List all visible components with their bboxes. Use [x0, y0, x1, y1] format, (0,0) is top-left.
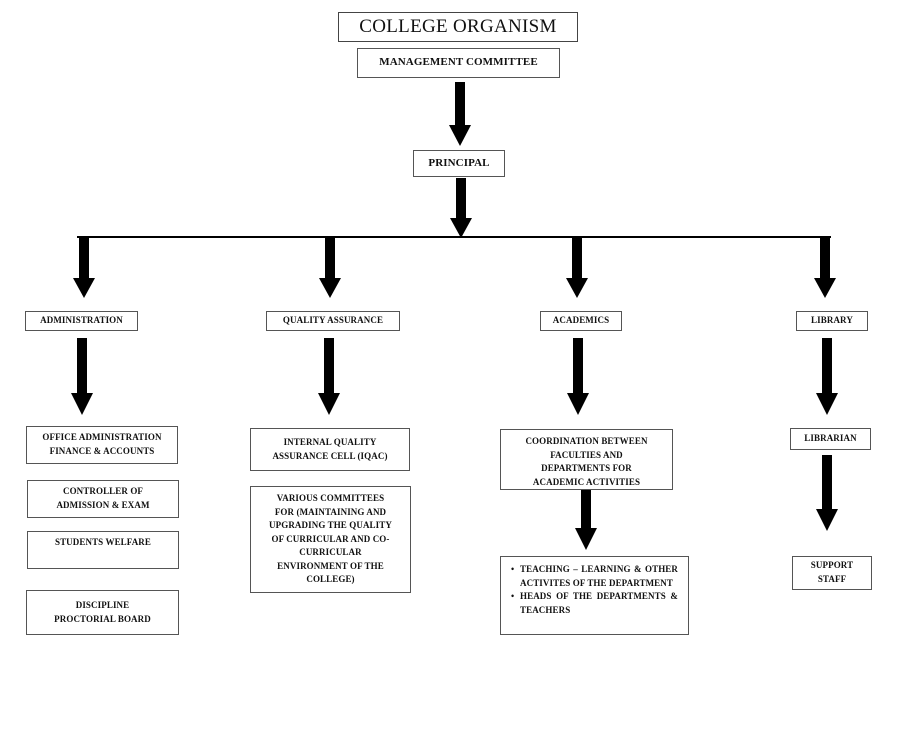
node-line: ADMISSION & EXAM — [56, 499, 150, 510]
arrow-coordination-to-teaching — [575, 490, 597, 550]
node-line: FOR (MAINTAINING AND — [274, 506, 387, 517]
node-line: INTERNAL QUALITY — [283, 437, 377, 447]
node-controller-of-admission: CONTROLLER OF ADMISSION & EXAM — [27, 480, 179, 518]
node-administration: ADMINISTRATION — [25, 311, 138, 331]
node-library: LIBRARY — [796, 311, 868, 331]
node-line: SUPPORT — [810, 560, 854, 570]
node-line: LIBRARIAN — [804, 433, 857, 444]
bullet-list: TEACHING – LEARNING & OTHER ACTIVITES OF… — [511, 563, 678, 617]
node-line: ACADEMIC ACTIVITIES — [532, 476, 641, 487]
node-line: DEPARTMENTS FOR — [541, 463, 632, 473]
node-iqac: INTERNAL QUALITY ASSURANCE CELL (IQAC) — [250, 428, 410, 471]
node-line: STUDENTS WELFARE — [54, 537, 152, 547]
node-line: PROCTORIAL BOARD — [54, 613, 151, 624]
node-line: COLLEGE) — [306, 574, 355, 584]
arrow-management-to-principal — [449, 82, 471, 146]
node-students-welfare: STUDENTS WELFARE — [27, 531, 179, 569]
arrow-to-administration — [73, 238, 95, 298]
arrows — [71, 82, 838, 550]
arrow-academics-down — [567, 338, 589, 415]
arrow-to-academics — [566, 238, 588, 298]
node-line: OF CURRICULAR AND CO- — [271, 533, 390, 544]
node-teaching-learning: TEACHING – LEARNING & OTHER ACTIVITES OF… — [500, 556, 689, 635]
chart-title: COLLEGE ORGANISM — [338, 12, 578, 42]
node-quality-assurance: QUALITY ASSURANCE — [266, 311, 400, 331]
node-principal: PRINCIPAL — [413, 150, 505, 177]
branch-line — [77, 236, 831, 238]
node-line: FINANCE & ACCOUNTS — [49, 445, 155, 456]
arrow-to-library — [814, 238, 836, 298]
node-line: VARIOUS COMMITTEES — [276, 493, 385, 503]
arrow-administration-down — [71, 338, 93, 415]
node-management-committee: MANAGEMENT COMMITTEE — [357, 48, 560, 78]
node-line: CURRICULAR — [299, 547, 362, 557]
bullet-item: HEADS OF THE DEPARTMENTS & TEACHERS — [511, 590, 678, 617]
node-line: CONTROLLER OF — [62, 486, 144, 496]
arrow-to-quality-assurance — [319, 238, 341, 298]
node-librarian: LIBRARIAN — [790, 428, 871, 450]
node-line: STAFF — [817, 573, 847, 584]
arrow-quality-assurance-down — [318, 338, 340, 415]
node-coordination: COORDINATION BETWEEN FACULTIES AND DEPAR… — [500, 429, 673, 490]
node-support-staff: SUPPORT STAFF — [792, 556, 872, 590]
arrow-librarian-to-support — [816, 455, 838, 531]
node-line: UPGRADING THE QUALITY — [269, 520, 392, 530]
node-various-committees: VARIOUS COMMITTEES FOR (MAINTAINING AND … — [250, 486, 411, 593]
node-office-administration: OFFICE ADMINISTRATION FINANCE & ACCOUNTS — [26, 426, 178, 464]
node-line: ENVIRONMENT OF THE — [277, 560, 384, 571]
node-line: DISCIPLINE — [75, 600, 130, 610]
node-line: COORDINATION BETWEEN — [525, 436, 648, 446]
node-academics: ACADEMICS — [540, 311, 622, 331]
node-line: ASSURANCE CELL (IQAC) — [272, 450, 388, 461]
arrow-library-down — [816, 338, 838, 415]
arrow-principal-to-bus — [450, 178, 472, 238]
bullet-item: TEACHING – LEARNING & OTHER ACTIVITES OF… — [511, 563, 678, 590]
node-line: OFFICE ADMINISTRATION — [42, 432, 162, 442]
node-line: FACULTIES AND — [550, 449, 623, 460]
node-discipline-proctorial-board: DISCIPLINE PROCTORIAL BOARD — [26, 590, 179, 635]
